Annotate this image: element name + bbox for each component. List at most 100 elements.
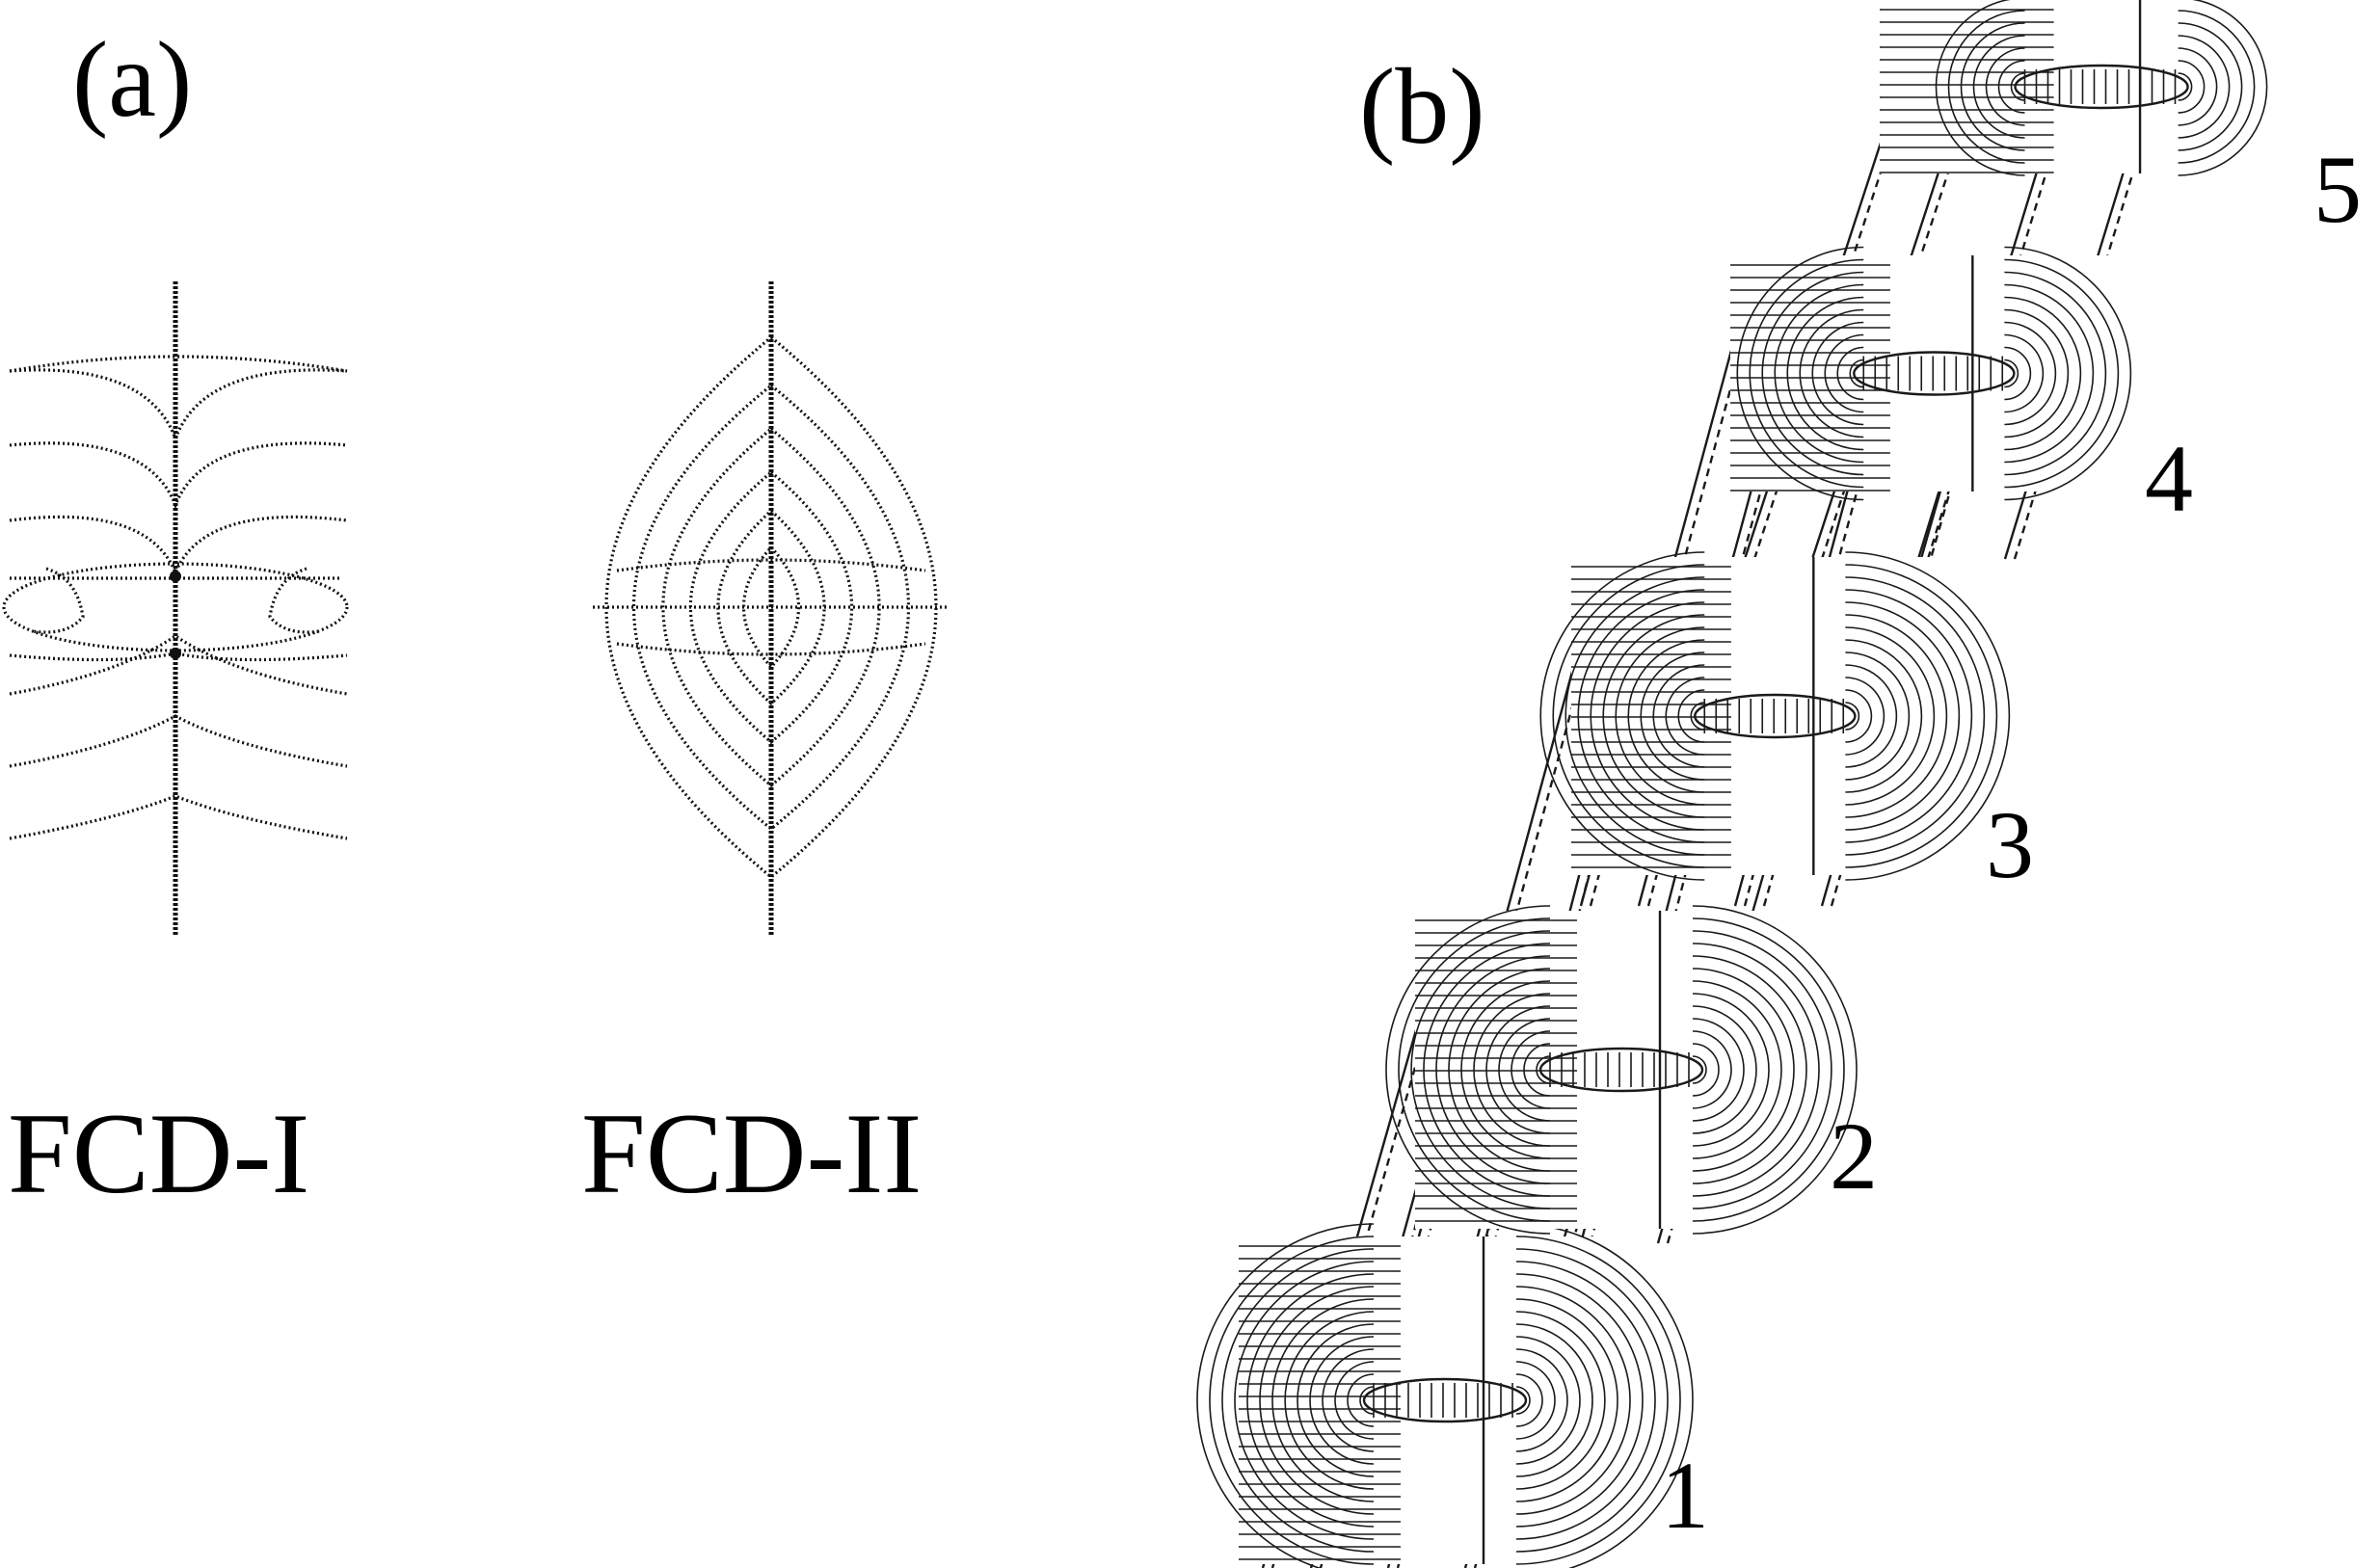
block-arc bbox=[1845, 626, 1936, 806]
block-arc bbox=[1577, 589, 1705, 843]
fcd1-upper-layer bbox=[9, 441, 348, 510]
block-arc bbox=[1947, 10, 2025, 164]
block-arc bbox=[1692, 930, 1832, 1209]
block-arc bbox=[1692, 993, 1770, 1147]
block-arc bbox=[1692, 1018, 1745, 1122]
block-arc bbox=[1692, 1030, 1732, 1109]
fcd2-diagram bbox=[593, 281, 949, 937]
block-arc bbox=[1692, 1055, 1707, 1084]
block-arc bbox=[1515, 1311, 1606, 1490]
block-arc bbox=[1234, 1261, 1375, 1540]
fcd2-lens-layers bbox=[604, 334, 938, 880]
block-arc bbox=[1845, 689, 1873, 743]
block-arc bbox=[1515, 1248, 1669, 1553]
block-arc bbox=[1652, 664, 1705, 768]
block-arc bbox=[1836, 346, 1864, 401]
block-arc bbox=[1515, 1386, 1531, 1415]
block-arc bbox=[2004, 359, 2019, 388]
block-arc bbox=[1845, 664, 1898, 768]
domain-block bbox=[1730, 246, 2132, 501]
fcd1-center-dot bbox=[170, 571, 181, 582]
block-arc bbox=[1640, 651, 1705, 781]
block-arc bbox=[1515, 1236, 1681, 1565]
block-arc bbox=[1761, 271, 1864, 476]
domain-block bbox=[1539, 551, 2011, 881]
block-arc bbox=[1485, 1005, 1551, 1134]
block-arc bbox=[1347, 1373, 1375, 1427]
block-arc bbox=[1590, 601, 1705, 831]
fcd1-label: FCD-I bbox=[8, 1089, 309, 1217]
fcd1-lower-layers bbox=[9, 634, 348, 840]
block-arc bbox=[1602, 614, 1705, 818]
block-arc bbox=[1284, 1311, 1375, 1490]
block-arc bbox=[1849, 359, 1864, 388]
block-arc bbox=[1515, 1298, 1618, 1502]
block-arc bbox=[1209, 1236, 1375, 1565]
block-label-4: 4 bbox=[2145, 425, 2193, 532]
block-arc bbox=[1692, 968, 1795, 1172]
panel-a-label: (a) bbox=[72, 20, 192, 140]
fcd1-lower-layer bbox=[9, 634, 348, 696]
block-focal-ellipse bbox=[1694, 693, 1857, 739]
block-arc bbox=[1536, 1055, 1551, 1084]
block-arc bbox=[1960, 22, 2025, 151]
block-arc bbox=[1435, 955, 1551, 1184]
block-arc bbox=[1692, 917, 1845, 1222]
block-arc bbox=[1692, 980, 1782, 1159]
block-arc bbox=[2004, 258, 2120, 489]
fcd1-torus-section bbox=[32, 567, 321, 634]
block-arc bbox=[1985, 47, 2025, 126]
block-arc bbox=[1515, 1361, 1556, 1440]
fcd1-diagram bbox=[2, 281, 349, 937]
block-arc bbox=[1498, 1018, 1551, 1122]
block-arc bbox=[1564, 576, 1705, 856]
block-arc bbox=[2004, 271, 2107, 476]
block-arc bbox=[2178, 60, 2206, 114]
fcd1-top-cap bbox=[9, 355, 348, 373]
block-arc bbox=[1749, 258, 1864, 489]
block-arc bbox=[1692, 905, 1858, 1235]
fcd2-lens bbox=[716, 508, 826, 706]
block-arc bbox=[1423, 943, 1551, 1197]
block-arc bbox=[1997, 60, 2025, 114]
fcd1-upper-layer bbox=[9, 368, 348, 443]
block-arc bbox=[1523, 1043, 1551, 1097]
fcd2-lens bbox=[604, 334, 938, 880]
block-arc bbox=[1690, 702, 1705, 731]
fcd2-dashed-arcs bbox=[616, 558, 926, 656]
fcd2-label: FCD-II bbox=[581, 1089, 922, 1217]
block-arc bbox=[1811, 321, 1864, 426]
block-arc bbox=[1845, 677, 1885, 756]
block-arc bbox=[1398, 917, 1551, 1222]
block-arc bbox=[1677, 689, 1705, 743]
block-arc bbox=[1845, 614, 1948, 818]
block-arc bbox=[1297, 1323, 1375, 1477]
block-focal-ellipse bbox=[1853, 351, 2016, 396]
block-arc bbox=[1515, 1286, 1631, 1515]
block-arc bbox=[1627, 639, 1705, 793]
panel-b-stack bbox=[1196, 0, 2294, 1568]
block-arc bbox=[2004, 321, 2057, 426]
block-arc bbox=[1515, 1348, 1568, 1452]
block-arc bbox=[1736, 246, 1864, 501]
domain-block bbox=[1385, 905, 1858, 1235]
block-arc bbox=[1692, 1043, 1720, 1097]
block-arc bbox=[1774, 283, 1864, 464]
block-arc bbox=[2178, 35, 2231, 139]
block-arc bbox=[2178, 72, 2193, 101]
panel-b-label: (b) bbox=[1359, 47, 1485, 167]
block-label-1: 1 bbox=[1661, 1442, 1709, 1549]
block-arc bbox=[1259, 1286, 1375, 1515]
block-focal-ellipse bbox=[2014, 64, 2189, 110]
fcd1-lower-dot bbox=[170, 648, 181, 659]
domain-block bbox=[1880, 0, 2294, 176]
block-focal-ellipse bbox=[1538, 1047, 1704, 1093]
block-arc bbox=[1410, 930, 1551, 1209]
block-arc bbox=[1692, 1005, 1757, 1134]
block-arc bbox=[1359, 1386, 1375, 1415]
block-arc bbox=[1271, 1298, 1375, 1502]
block-arc bbox=[1824, 333, 1864, 413]
block-arc bbox=[1473, 993, 1551, 1147]
block-arc bbox=[1221, 1248, 1375, 1553]
